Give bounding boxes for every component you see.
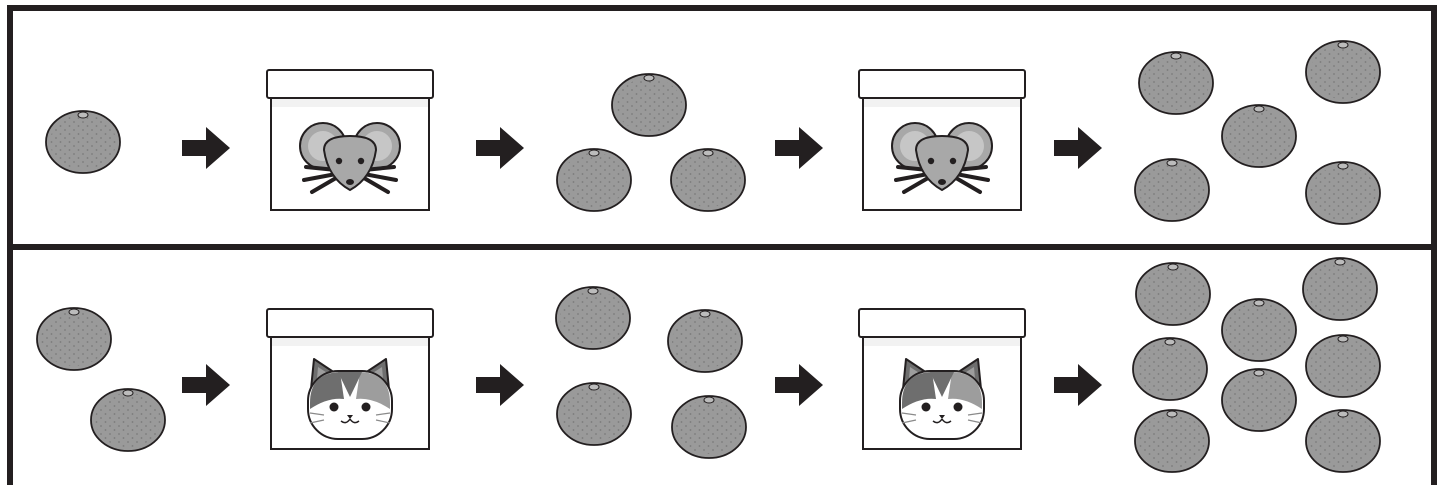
orange-icon — [1305, 40, 1381, 104]
arrow-icon — [182, 364, 230, 406]
orange-icon — [1135, 262, 1211, 326]
arrow-icon — [182, 127, 230, 169]
diagram-frame — [7, 5, 1437, 485]
orange-icon — [1302, 257, 1378, 321]
orange-icon — [1305, 334, 1381, 398]
orange-icon — [1221, 368, 1297, 432]
box-icon — [858, 69, 1026, 211]
orange-icon — [667, 309, 743, 373]
orange-icon — [1138, 51, 1214, 115]
orange-icon — [1305, 409, 1381, 473]
cat-face-icon — [307, 358, 393, 440]
mouse-row — [45, 40, 1381, 225]
orange-icon — [556, 148, 632, 212]
orange-icon — [671, 395, 747, 459]
orange-icon — [670, 148, 746, 212]
orange-icon — [556, 382, 632, 446]
orange-icon — [555, 286, 631, 350]
orange-icon — [1132, 337, 1208, 401]
arrow-icon — [476, 364, 524, 406]
orange-icon — [611, 73, 687, 137]
mouse-face-icon — [891, 122, 993, 194]
mouse-face-icon — [299, 122, 401, 194]
box-icon — [858, 308, 1026, 450]
arrow-icon — [775, 364, 823, 406]
arrow-icon — [476, 127, 524, 169]
arrow-icon — [775, 127, 823, 169]
orange-icon — [1134, 158, 1210, 222]
orange-icon — [1134, 409, 1210, 473]
box-icon — [266, 69, 434, 211]
orange-icon — [1305, 161, 1381, 225]
cat-row — [36, 257, 1381, 473]
orange-icon — [1221, 104, 1297, 168]
box-icon — [266, 308, 434, 450]
arrow-icon — [1054, 127, 1102, 169]
orange-icon — [1221, 298, 1297, 362]
orange-icon — [45, 110, 121, 174]
orange-icon — [90, 388, 166, 452]
arrow-icon — [1054, 364, 1102, 406]
cat-face-icon — [899, 358, 985, 440]
orange-icon — [36, 307, 112, 371]
